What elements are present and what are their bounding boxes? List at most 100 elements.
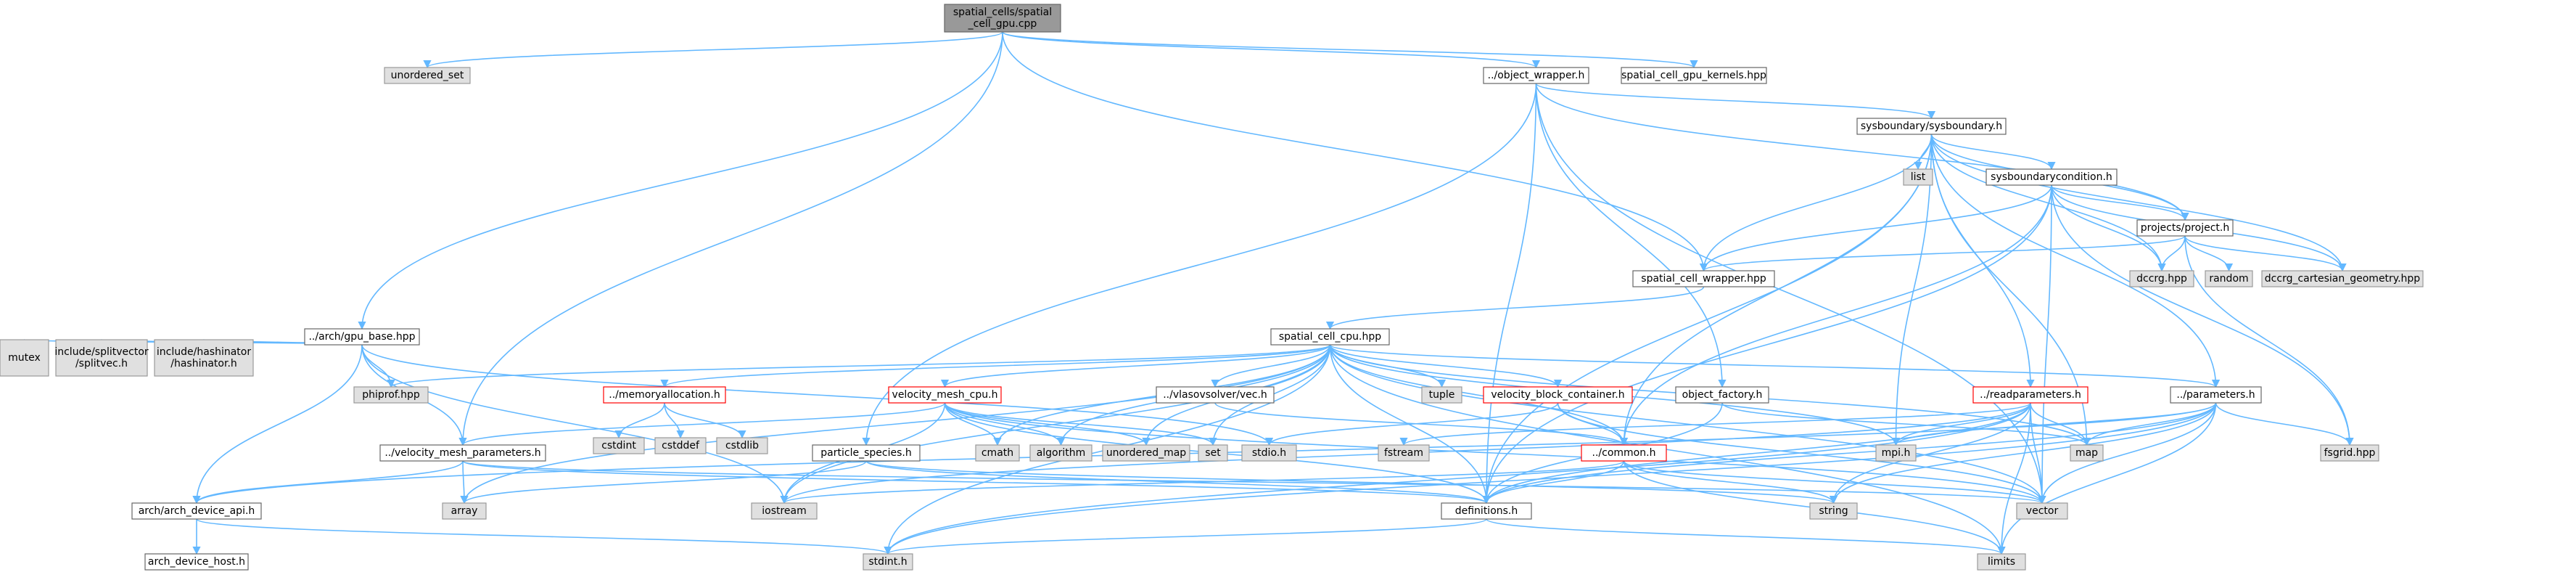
edge-cpu_hpp-to-array — [460, 344, 1331, 505]
node-label: ../memoryallocation.h — [609, 389, 720, 401]
node-particle[interactable]: particle_species.h — [812, 444, 921, 462]
edge-cpu_hpp-to-phiprof — [387, 344, 1331, 388]
edge-sysboundary-to-dccrg_cart — [1930, 134, 2347, 272]
edge-sysboundarycondition-to-definitions — [1482, 184, 2052, 505]
node-label: particle_species.h — [820, 447, 911, 459]
node-label: list — [1911, 171, 1926, 183]
node-label: sysboundary/sysboundary.h — [1861, 121, 2002, 132]
system-header-box — [1102, 444, 1190, 462]
system-header-box — [2261, 270, 2424, 287]
node-vmesh_params[interactable]: ../velocity_mesh_parameters.h — [379, 444, 546, 462]
node-label: set — [1205, 447, 1221, 459]
edge-cpu_hpp-to-vector — [1329, 344, 2046, 505]
edge-sysboundarycondition-to-fsgrid — [2051, 184, 2354, 446]
node-label: cstdint — [601, 440, 636, 452]
system-header-box — [442, 502, 487, 520]
node-obj_factory[interactable]: object_factory.h — [1675, 386, 1769, 404]
node-mutex: mutex — [0, 339, 49, 377]
system-header-box — [654, 437, 707, 454]
edge-gpu_base-to-iostream — [361, 344, 789, 505]
file-box — [2136, 219, 2234, 237]
node-sysboundarycondition[interactable]: sysboundarycondition.h — [1986, 168, 2118, 186]
node-label: cmath — [982, 447, 1013, 459]
edge-vbc-to-common — [1557, 402, 1629, 446]
node-label: dccrg_cartesian_geometry.hpp — [2265, 273, 2421, 285]
edge-params-to-string — [1829, 402, 2217, 505]
edge-particle-to-definitions — [865, 460, 1491, 505]
edge-obj_factory-to-map — [1721, 402, 2091, 446]
node-label: /hashinator.h — [170, 358, 237, 369]
system-header-box — [55, 339, 148, 377]
node-params[interactable]: ../parameters.h — [2170, 386, 2262, 404]
node-sysboundary[interactable]: sysboundary/sysboundary.h — [1856, 118, 2007, 135]
node-random: random — [2205, 270, 2253, 287]
system-header-box — [751, 502, 818, 520]
edge-cpu_hpp-to-iostream — [780, 344, 1331, 505]
node-memalloc[interactable]: ../memoryallocation.h — [603, 386, 726, 404]
edge-root-to-unordered_set — [423, 31, 1003, 69]
edge-vmesh_cpu-to-cmath — [944, 402, 1002, 446]
node-object_wrapper[interactable]: ../object_wrapper.h — [1483, 67, 1589, 84]
node-label: velocity_mesh_cpu.h — [892, 389, 998, 401]
edge-root-to-vmesh_params — [458, 31, 1003, 446]
edge-params-to-vector — [2038, 402, 2217, 505]
edge-params-to-definitions — [1482, 402, 2217, 505]
edge-readparams-to-definitions — [1482, 402, 2031, 505]
edge-particle-to-array — [460, 460, 867, 505]
node-limits: limits — [1977, 553, 2026, 571]
truncated-file-box — [1483, 386, 1633, 404]
edge-params-to-fsgrid — [2215, 402, 2354, 446]
node-cpu_hpp[interactable]: spatial_cell_cpu.hpp — [1270, 328, 1390, 346]
edge-root-to-gpu_kernels — [1002, 31, 1698, 69]
node-label: _cell_gpu.cpp — [968, 18, 1037, 30]
node-label: unordered_set — [391, 70, 464, 81]
node-gpu_kernels[interactable]: spatial_cell_gpu_kernels.hpp — [1621, 67, 1767, 84]
node-arch_dev_api[interactable]: arch/arch_device_api.h — [131, 502, 262, 520]
node-root[interactable]: spatial_cells/spatial_cell_gpu.cpp — [944, 4, 1061, 33]
edge-vmesh_cpu-to-vector — [944, 402, 2046, 505]
truncated-file-box — [888, 386, 1002, 404]
edge-vmesh_params-to-vector — [462, 460, 2046, 505]
node-common[interactable]: ../common.h — [1581, 444, 1667, 462]
edge-common-to-vector — [1623, 460, 2046, 505]
node-cstdint: cstdint — [593, 437, 645, 454]
node-stdio: stdio.h — [1241, 444, 1297, 462]
edge-vmesh_params-to-definitions — [462, 460, 1491, 505]
node-label: include/splitvector — [54, 346, 149, 358]
node-label: dccrg.hpp — [2136, 273, 2187, 285]
node-definitions[interactable]: definitions.h — [1441, 502, 1532, 520]
system-header-box — [1241, 444, 1297, 462]
edge-object_wrapper-to-definitions — [1482, 83, 1537, 505]
node-label: fsgrid.hpp — [2324, 447, 2376, 459]
node-label: map — [2075, 447, 2098, 459]
edge-project-to-dccrg — [2157, 235, 2186, 272]
node-label: /splitvec.h — [75, 358, 128, 369]
node-vbc[interactable]: velocity_block_container.h — [1483, 386, 1633, 404]
edge-readparams-to-vector — [2030, 402, 2046, 505]
node-phiprof: phiprof.hpp — [353, 386, 429, 404]
node-gpu_base[interactable]: ../arch/gpu_base.hpp — [304, 328, 420, 346]
file-box — [1270, 328, 1390, 346]
node-project[interactable]: projects/project.h — [2136, 219, 2234, 237]
node-splitvec: include/splitvector/splitvec.h — [54, 339, 149, 377]
system-header-box — [1029, 444, 1092, 462]
node-wrapper_hpp[interactable]: spatial_cell_wrapper.hpp — [1632, 270, 1775, 287]
node-label: arch_device_host.h — [148, 556, 245, 568]
node-label: projects/project.h — [2141, 222, 2230, 234]
node-fstream: fstream — [1378, 444, 1430, 462]
system-header-box — [2070, 444, 2104, 462]
system-header-box — [593, 437, 645, 454]
edge-readparams-to-fstream — [1399, 402, 2031, 446]
system-header-box — [2320, 444, 2379, 462]
file-box — [1986, 168, 2118, 186]
file-box — [1632, 270, 1775, 287]
node-arch_dev_host[interactable]: arch_device_host.h — [144, 553, 249, 571]
edge-definitions-to-limits — [1486, 518, 2006, 555]
node-label: array — [451, 505, 478, 517]
edge-sysboundarycondition-to-common — [1619, 184, 2052, 446]
node-vmesh_cpu[interactable]: velocity_mesh_cpu.h — [888, 386, 1002, 404]
file-box — [2170, 386, 2262, 404]
node-list: list — [1903, 168, 1933, 186]
node-readparams[interactable]: ../readparameters.h — [1972, 386, 2089, 404]
node-vec_h[interactable]: ../vlasovsolver/vec.h — [1156, 386, 1275, 404]
